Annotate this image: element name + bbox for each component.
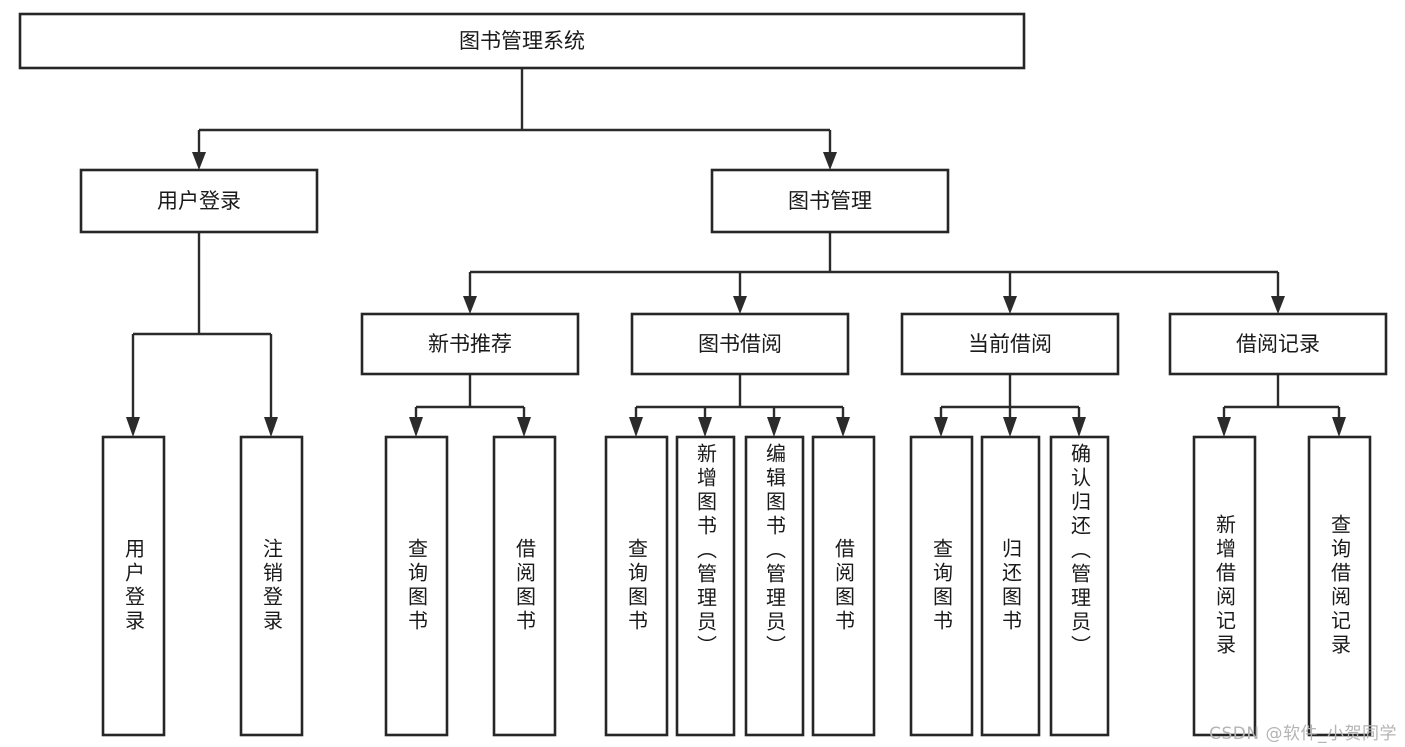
leaf-add-book-rect[interactable] [675,435,736,737]
arrow-head-user-login [192,152,206,170]
arrow-head-leaf-user-login-1 [126,417,140,437]
node-new-book-recommend[interactable]: 新书推荐 [360,312,580,376]
leaf-query-book-2-rect[interactable] [604,435,669,737]
node-new-book-recommend-label: 新书推荐 [428,332,512,356]
node-book-management[interactable]: 图书管理 [710,168,950,234]
node-current-borrow-label: 当前借阅 [968,332,1052,356]
leaf-query-book-3-rect[interactable] [909,435,974,737]
leaf-logout-rect[interactable] [239,435,304,737]
node-borrow-records-rect[interactable] [1168,312,1388,376]
node-book-borrow[interactable]: 图书借阅 [630,312,850,376]
leaf-group-borrow [604,435,876,737]
arrow-head-leaf-new-book-2 [517,417,531,437]
arrow-head-leaf-new-book-1 [409,417,423,437]
connector-group-borrow [629,374,850,437]
node-book-borrow-rect[interactable] [630,312,850,376]
arrow-head-book-mgmt [823,152,837,170]
csdn-watermark: CSDN @软件_小贺同学 [1209,724,1397,744]
leaf-group-records [1192,435,1372,737]
arrow-head-borrow [733,296,747,314]
arrow-head-leaf-user-login-2 [264,417,278,437]
leaf-edit-book-rect[interactable] [744,435,805,737]
leaf-confirm-return-rect[interactable] [1049,435,1110,737]
node-borrow-records[interactable]: 借阅记录 [1168,312,1388,376]
leaf-borrow-book-2-rect[interactable] [811,435,876,737]
arrow-head-leaf-borrow-3 [767,417,781,437]
leaf-group-user-login [101,435,304,737]
connector-group-records [1217,374,1346,437]
leaf-query-record-rect[interactable] [1307,435,1372,737]
node-root[interactable]: 图书管理系统 [18,12,1026,70]
arrow-head-leaf-borrow-2 [698,417,712,437]
arrow-head-records [1271,296,1285,314]
connector-group-user-login [126,232,278,437]
node-root-label: 图书管理系统 [459,29,585,53]
leaf-query-book-1-rect[interactable] [384,435,449,737]
node-book-management-rect[interactable] [710,168,950,234]
connector-group-book-mgmt [463,232,1285,314]
node-borrow-records-label: 借阅记录 [1236,332,1320,356]
leaf-group-new-book [384,435,557,737]
arrow-head-leaf-borrow-4 [836,417,850,437]
node-user-login-label: 用户登录 [157,189,241,213]
leaf-group-current [909,435,1110,737]
connector-group-new-book [409,374,531,437]
node-book-borrow-label: 图书借阅 [698,332,782,356]
connector-group-root [192,68,837,170]
node-user-login[interactable]: 用户登录 [79,168,319,234]
connector-group-current [934,374,1086,437]
arrow-head-leaf-current-1 [934,417,948,437]
arrow-head-leaf-borrow-1 [629,417,643,437]
arrow-head-leaf-records-1 [1217,417,1231,437]
node-user-login-rect[interactable] [79,168,319,234]
node-current-borrow-rect[interactable] [900,312,1120,376]
arrow-head-new-book [463,296,477,314]
leaf-user-login-rect[interactable] [101,435,166,737]
node-book-management-label: 图书管理 [788,189,872,213]
node-new-book-recommend-rect[interactable] [360,312,580,376]
arrow-head-leaf-records-2 [1332,417,1346,437]
arrow-head-leaf-current-3 [1072,417,1086,437]
leaf-add-record-rect[interactable] [1192,435,1257,737]
node-root-rect[interactable] [18,12,1026,70]
node-current-borrow[interactable]: 当前借阅 [900,312,1120,376]
arrow-head-leaf-current-2 [1003,417,1017,437]
arrow-head-current [1003,296,1017,314]
leaf-borrow-book-1-rect[interactable] [492,435,557,737]
leaf-return-book-rect[interactable] [980,435,1041,737]
